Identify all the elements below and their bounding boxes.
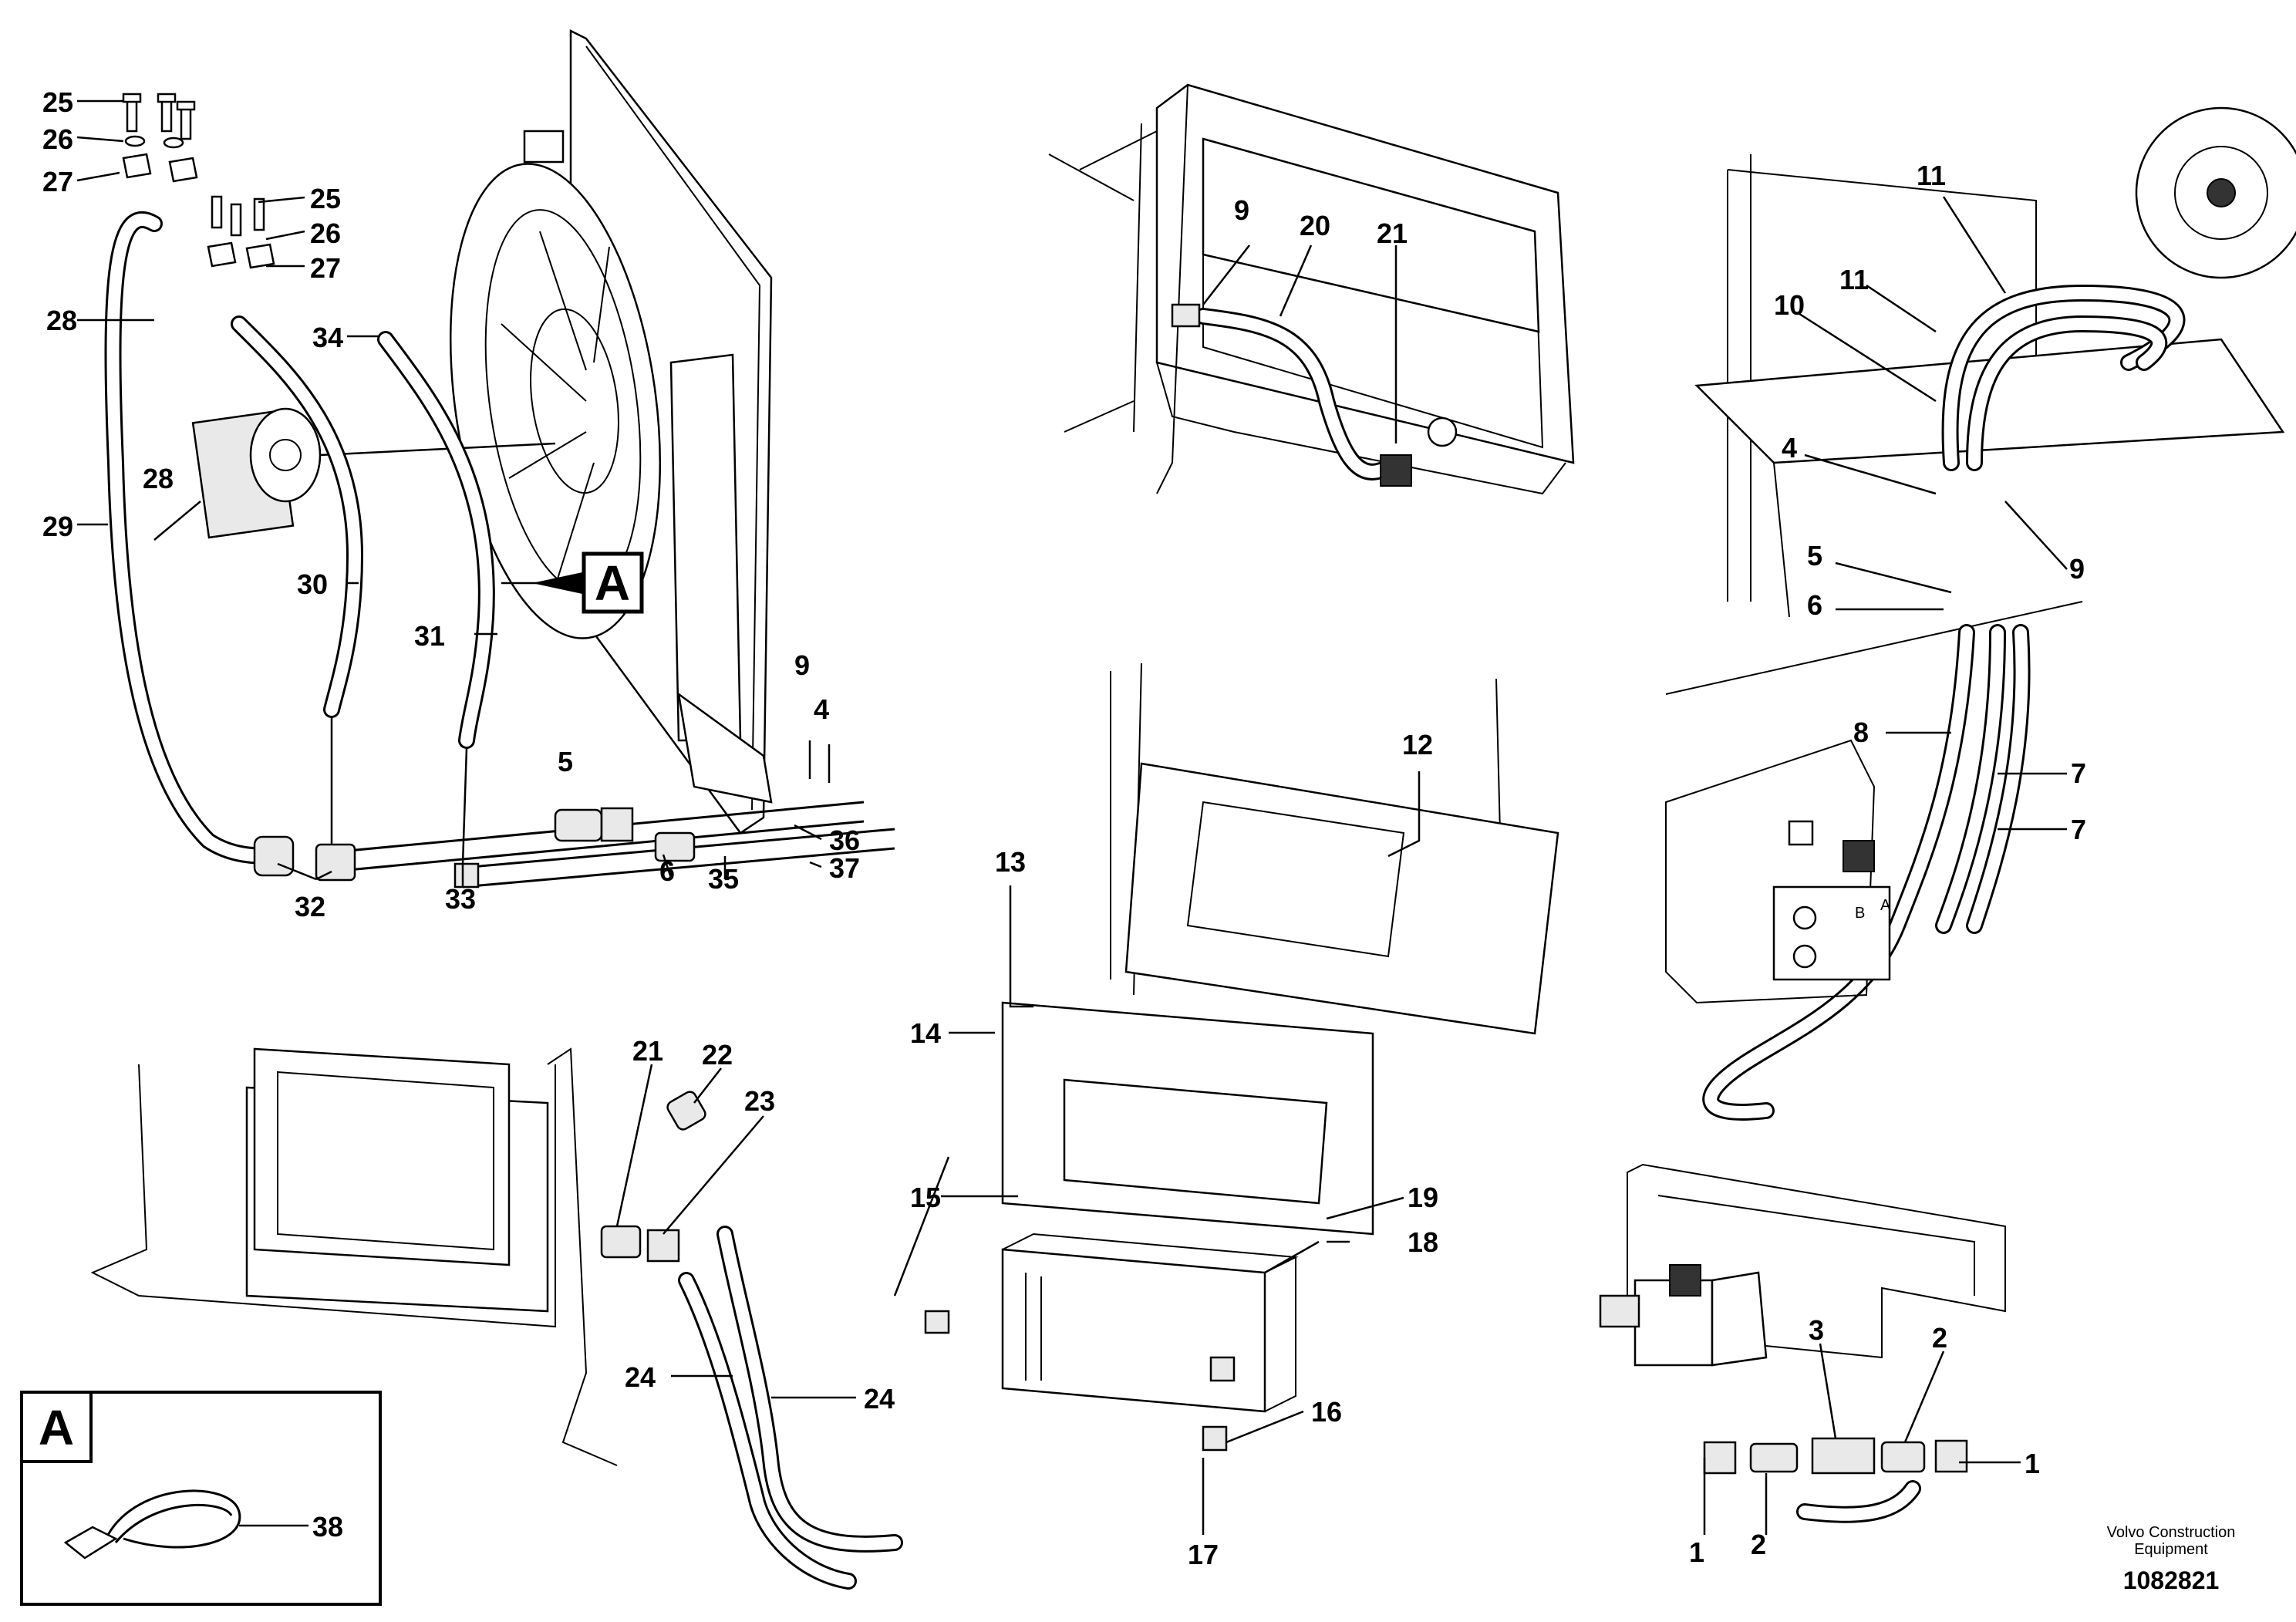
callout: 7 <box>2071 814 2086 845</box>
callout: 30 <box>297 568 328 600</box>
detail-box-letter: A <box>39 1400 74 1455</box>
callout: 1 <box>1689 1536 1704 1568</box>
view-marker-letter: A <box>595 555 630 611</box>
callout: 24 <box>625 1361 656 1393</box>
bolt-set-top <box>122 93 275 269</box>
footer: Volvo Construction Equipment 1082821 <box>2107 1524 2236 1594</box>
callout: 28 <box>143 463 174 494</box>
callouts-top-left: 25 26 27 25 26 27 28 34 28 29 30 31 9 4 … <box>42 86 860 922</box>
callout: 24 <box>864 1383 895 1415</box>
callout: 2 <box>1751 1529 1766 1560</box>
callout: 5 <box>558 746 573 777</box>
callout: 5 <box>1807 540 1822 572</box>
callout: 19 <box>1408 1182 1438 1213</box>
callout: 34 <box>312 322 343 353</box>
callout: 28 <box>46 305 77 336</box>
callout: 23 <box>744 1085 775 1117</box>
callout: 13 <box>995 846 1026 878</box>
frame-panel-view <box>1048 83 1575 495</box>
view-marker-a: A <box>501 551 644 614</box>
callout: 33 <box>445 883 476 915</box>
callout: 3 <box>1809 1314 1824 1346</box>
callout: 6 <box>659 855 675 887</box>
cooler-exploded-view <box>893 663 1559 1535</box>
callout: 27 <box>310 252 341 284</box>
document-number: 1082821 <box>2123 1566 2220 1594</box>
valve-port-b-label: B <box>1855 905 1865 922</box>
callouts-bottom-right: 3 2 1 1 2 <box>1689 1314 2040 1568</box>
fan-assembly-view <box>76 29 895 889</box>
callout: 38 <box>312 1511 343 1543</box>
callout: 21 <box>632 1035 663 1067</box>
callout: 9 <box>794 649 810 681</box>
callouts-top-right: 11 11 10 4 9 5 6 8 7 7 <box>1774 160 2086 845</box>
callout: 1 <box>2025 1448 2040 1479</box>
callout: 2 <box>1932 1322 1947 1354</box>
callout: 25 <box>310 183 341 214</box>
callout: 35 <box>708 863 739 895</box>
callout: 9 <box>2069 553 2085 585</box>
callout: 10 <box>1774 289 1805 321</box>
callout: 18 <box>1408 1226 1438 1258</box>
callout: 12 <box>1402 729 1433 760</box>
detail-box-a: A <box>20 1391 382 1606</box>
callout: 26 <box>310 218 341 249</box>
callout: 15 <box>910 1182 941 1213</box>
callout: 7 <box>2071 757 2086 789</box>
callout: 29 <box>42 511 73 542</box>
callout: 8 <box>1853 717 1869 748</box>
callout: 11 <box>1917 160 1946 191</box>
callout: 25 <box>42 86 73 118</box>
valve-port-a-label: A <box>1880 897 1891 914</box>
callout: 4 <box>1782 432 1797 464</box>
callout: 9 <box>1234 194 1249 226</box>
callout: 11 <box>1839 264 1869 295</box>
callout: 21 <box>1377 218 1408 249</box>
callout: 37 <box>829 852 860 884</box>
callout: 6 <box>1807 589 1822 621</box>
callout: 14 <box>910 1017 941 1049</box>
valve-fittings-view <box>1599 1163 2021 1535</box>
cooler-hoses-view <box>90 1047 903 1590</box>
callout: 22 <box>702 1039 733 1071</box>
callout: 16 <box>1311 1396 1342 1428</box>
callout: 26 <box>42 123 73 155</box>
motor-area-view: B A <box>1665 106 2296 1121</box>
brand-line-2: Equipment <box>2134 1541 2208 1558</box>
callout: 4 <box>814 693 829 725</box>
cable-tie-icon <box>63 1489 241 1560</box>
callout: 32 <box>295 891 325 922</box>
callouts-middle: 12 13 14 15 19 18 16 17 <box>910 729 1438 1570</box>
callout: 20 <box>1300 210 1330 241</box>
callout: 17 <box>1188 1539 1219 1570</box>
callout: 31 <box>414 620 445 652</box>
brand-line-1: Volvo Construction <box>2107 1524 2236 1541</box>
callout: 27 <box>42 166 73 197</box>
callouts-top-middle: 9 20 21 <box>1234 194 1408 249</box>
callout: 36 <box>829 824 860 856</box>
callouts-bottom-left: 21 22 23 24 24 38 <box>312 1035 895 1543</box>
